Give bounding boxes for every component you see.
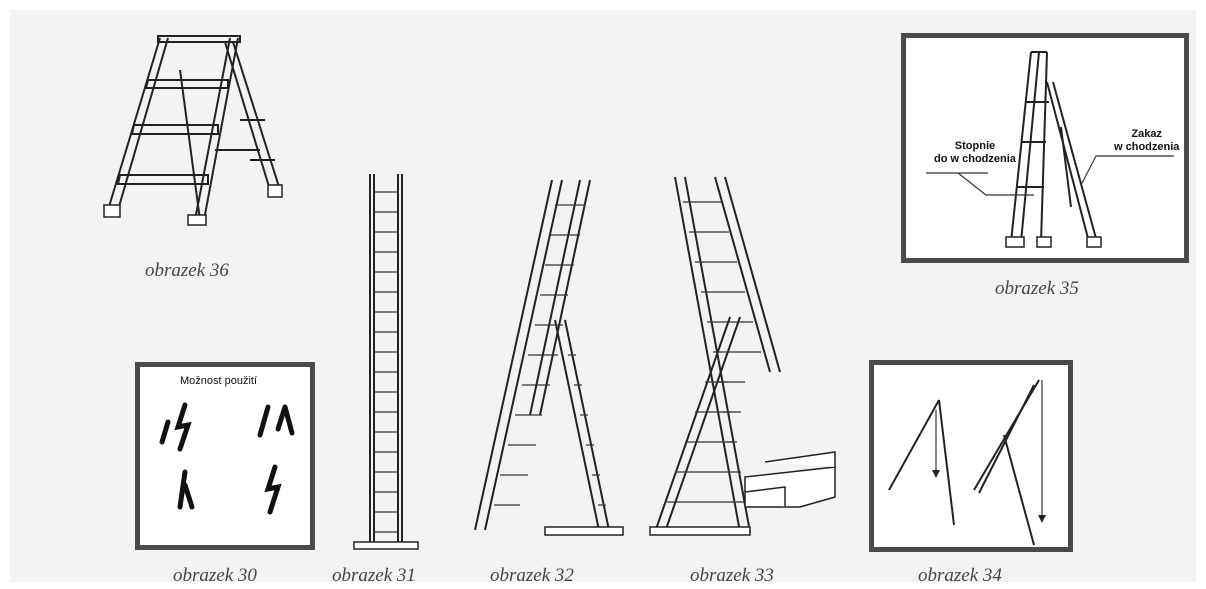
double-step-ladder-illustration bbox=[103, 35, 283, 226]
collapsed-ladder-illustration bbox=[353, 174, 419, 550]
figure-35-caption: obrazek 35 bbox=[995, 278, 1079, 299]
figure-32-caption: obrazek 32 bbox=[490, 565, 574, 586]
figure-35-frame: Stopnie do w chodzenia Zakaz w chodzenia bbox=[901, 33, 1189, 263]
figure-31-caption: obrazek 31 bbox=[332, 565, 416, 586]
figure-34-frame bbox=[869, 360, 1073, 552]
steps-label: Stopnie do w chodzenia bbox=[934, 140, 1016, 165]
leader-lines bbox=[926, 155, 1174, 196]
usage-symbols bbox=[159, 402, 295, 515]
figure-30-frame: Možnost použití bbox=[135, 362, 315, 550]
figure-36-caption: obrazek 36 bbox=[145, 260, 229, 281]
no-climbing-label: Zakaz w chodzenia bbox=[1114, 128, 1180, 153]
stair-ladder-illustration bbox=[649, 176, 836, 536]
figure-30-caption: obrazek 30 bbox=[173, 565, 257, 586]
step-ladder-illustration bbox=[1005, 51, 1102, 248]
usage-title: Možnost použití bbox=[180, 375, 258, 387]
a-frame-ladder-illustration bbox=[474, 179, 624, 536]
ladder-angle-illustration bbox=[888, 379, 1046, 546]
figure-34-caption: obrazek 34 bbox=[918, 565, 1002, 586]
figure-33-caption: obrazek 33 bbox=[690, 565, 774, 586]
